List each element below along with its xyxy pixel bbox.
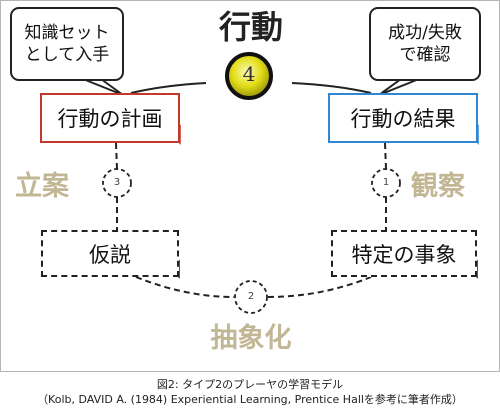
box-hypothesis-label: 仮説 [89, 242, 131, 267]
box-specific-event-label: 特定の事象 [351, 242, 457, 267]
node-1-label: 1 [382, 177, 390, 188]
box-action-plan: 行動の計画 [40, 93, 180, 143]
node-1 [371, 168, 401, 198]
diagram-frame: 知識セット として入手 成功/失敗 で確認 行動 4 行動の計画 行動の結果 仮… [0, 0, 500, 372]
caption-line1: 図2: タイプ2のプレーヤの学習モデル [156, 378, 344, 391]
connector-hypothesis-node2 [135, 276, 235, 298]
callout-knowledge-line2: として入手 [24, 45, 110, 65]
diagram-title: 行動 [218, 8, 284, 46]
node-3 [102, 168, 132, 198]
callout-confirm: 成功/失敗 で確認 [369, 7, 481, 81]
phase-abstraction: 抽象化 [210, 323, 292, 354]
node-2 [234, 280, 268, 314]
connector-node4-plan [130, 82, 207, 94]
node-4-label: 4 [242, 62, 256, 86]
connector-node2-event [267, 276, 372, 298]
caption-line2: （Kolb, DAVID A. (1984) Experiential Lear… [37, 392, 463, 406]
node-4 [225, 52, 273, 100]
callout-knowledge: 知識セット として入手 [10, 7, 124, 81]
phase-observation: 観察 [411, 171, 465, 202]
connector-plan-node3 [115, 142, 118, 170]
connector-node4-result [291, 82, 372, 94]
figure-caption: 図2: タイプ2のプレーヤの学習モデル （Kolb, DAVID A. (198… [0, 378, 500, 408]
box-action-result: 行動の結果 [328, 93, 478, 143]
connector-result-node1 [384, 142, 387, 170]
callout-confirm-line2: で確認 [399, 45, 451, 65]
box-action-plan-label: 行動の計画 [57, 107, 163, 131]
box-action-result-label: 行動の結果 [350, 107, 456, 131]
box-specific-event: 特定の事象 [331, 230, 477, 277]
callout-knowledge-line1: 知識セット [24, 22, 110, 43]
phase-planning: 立案 [15, 171, 69, 202]
node-2-label: 2 [247, 291, 255, 302]
node-3-label: 3 [113, 177, 121, 188]
callout-confirm-line1: 成功/失敗 [388, 22, 462, 43]
box-hypothesis: 仮説 [41, 230, 179, 277]
